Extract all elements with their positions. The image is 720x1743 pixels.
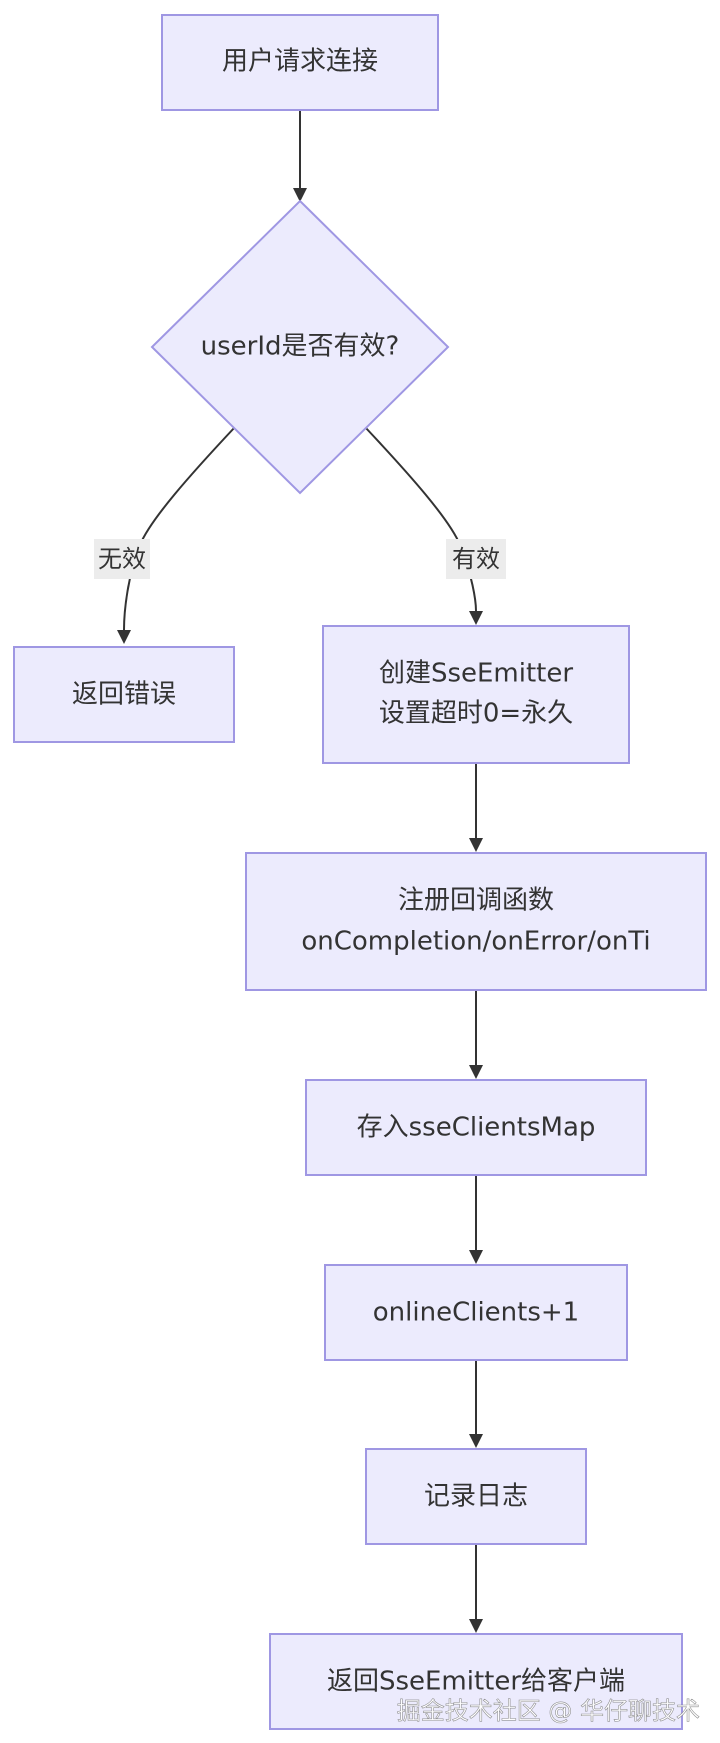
node-return: 返回SseEmitter给客户端	[269, 1633, 683, 1730]
edge-labels: 无效 有效	[94, 539, 506, 579]
node-start-text: 用户请求连接	[222, 47, 378, 77]
node-store-clients-box	[305, 1079, 647, 1176]
edge-label-invalid-bg	[94, 539, 150, 579]
nodes: 用户请求连接 userId是否有效? 返回错误 创建SseEmitter 设置超…	[13, 14, 707, 1730]
node-error: 返回错误	[13, 646, 235, 743]
arrowhead-create-to-register	[469, 838, 483, 852]
arrowhead-register-to-store	[469, 1065, 483, 1079]
arrowhead-decision-to-create	[469, 611, 483, 625]
edge-label-valid: 有效	[446, 539, 506, 579]
edge-decision-to-create	[364, 426, 477, 612]
arrowhead-decision-to-error	[117, 630, 131, 644]
node-store-clients-text: 存入sseClientsMap	[357, 1113, 596, 1143]
node-decision-text: userId是否有效?	[201, 332, 400, 362]
node-log-box	[365, 1448, 587, 1545]
node-decision-diamond	[150, 199, 450, 495]
node-create-emitter-line2: 设置超时0=永久	[379, 699, 573, 729]
node-log-text: 记录日志	[424, 1482, 528, 1512]
edges	[117, 110, 483, 1633]
node-error-box	[13, 646, 235, 743]
node-start: 用户请求连接	[161, 14, 439, 111]
edge-label-invalid: 无效	[94, 539, 150, 579]
edge-decision-to-error	[123, 426, 236, 631]
node-register-callbacks-box	[245, 852, 707, 991]
edge-label-invalid-text: 无效	[98, 545, 146, 573]
node-start-box	[161, 14, 439, 111]
edge-label-valid-text: 有效	[452, 545, 500, 573]
node-register-callbacks-line1: 注册回调函数	[398, 886, 554, 916]
node-log: 记录日志	[365, 1448, 587, 1545]
node-register-callbacks: 注册回调函数 onCompletion/onError/onTi	[245, 852, 707, 991]
arrowhead-log-to-return	[469, 1619, 483, 1633]
node-online-clients-text: onlineClients+1	[373, 1298, 579, 1328]
edge-label-valid-bg	[446, 539, 506, 579]
node-store-clients: 存入sseClientsMap	[305, 1079, 647, 1176]
node-decision: userId是否有效?	[150, 199, 450, 495]
node-return-text: 返回SseEmitter给客户端	[327, 1667, 625, 1697]
node-create-emitter-line1: 创建SseEmitter	[379, 659, 573, 689]
node-return-box	[269, 1633, 683, 1730]
watermark-text: 掘金技术社区 @ 华仔聊技术	[397, 1697, 700, 1725]
arrowhead-online-to-log	[469, 1434, 483, 1448]
node-create-emitter-box	[322, 625, 630, 764]
node-create-emitter: 创建SseEmitter 设置超时0=永久	[322, 625, 630, 764]
node-error-text: 返回错误	[72, 680, 176, 710]
node-register-callbacks-line2: onCompletion/onError/onTi	[301, 927, 650, 957]
arrowhead-start-to-decision	[293, 188, 307, 202]
arrowhead-store-to-online	[469, 1250, 483, 1264]
node-online-clients: onlineClients+1	[324, 1264, 628, 1361]
node-online-clients-box	[324, 1264, 628, 1361]
